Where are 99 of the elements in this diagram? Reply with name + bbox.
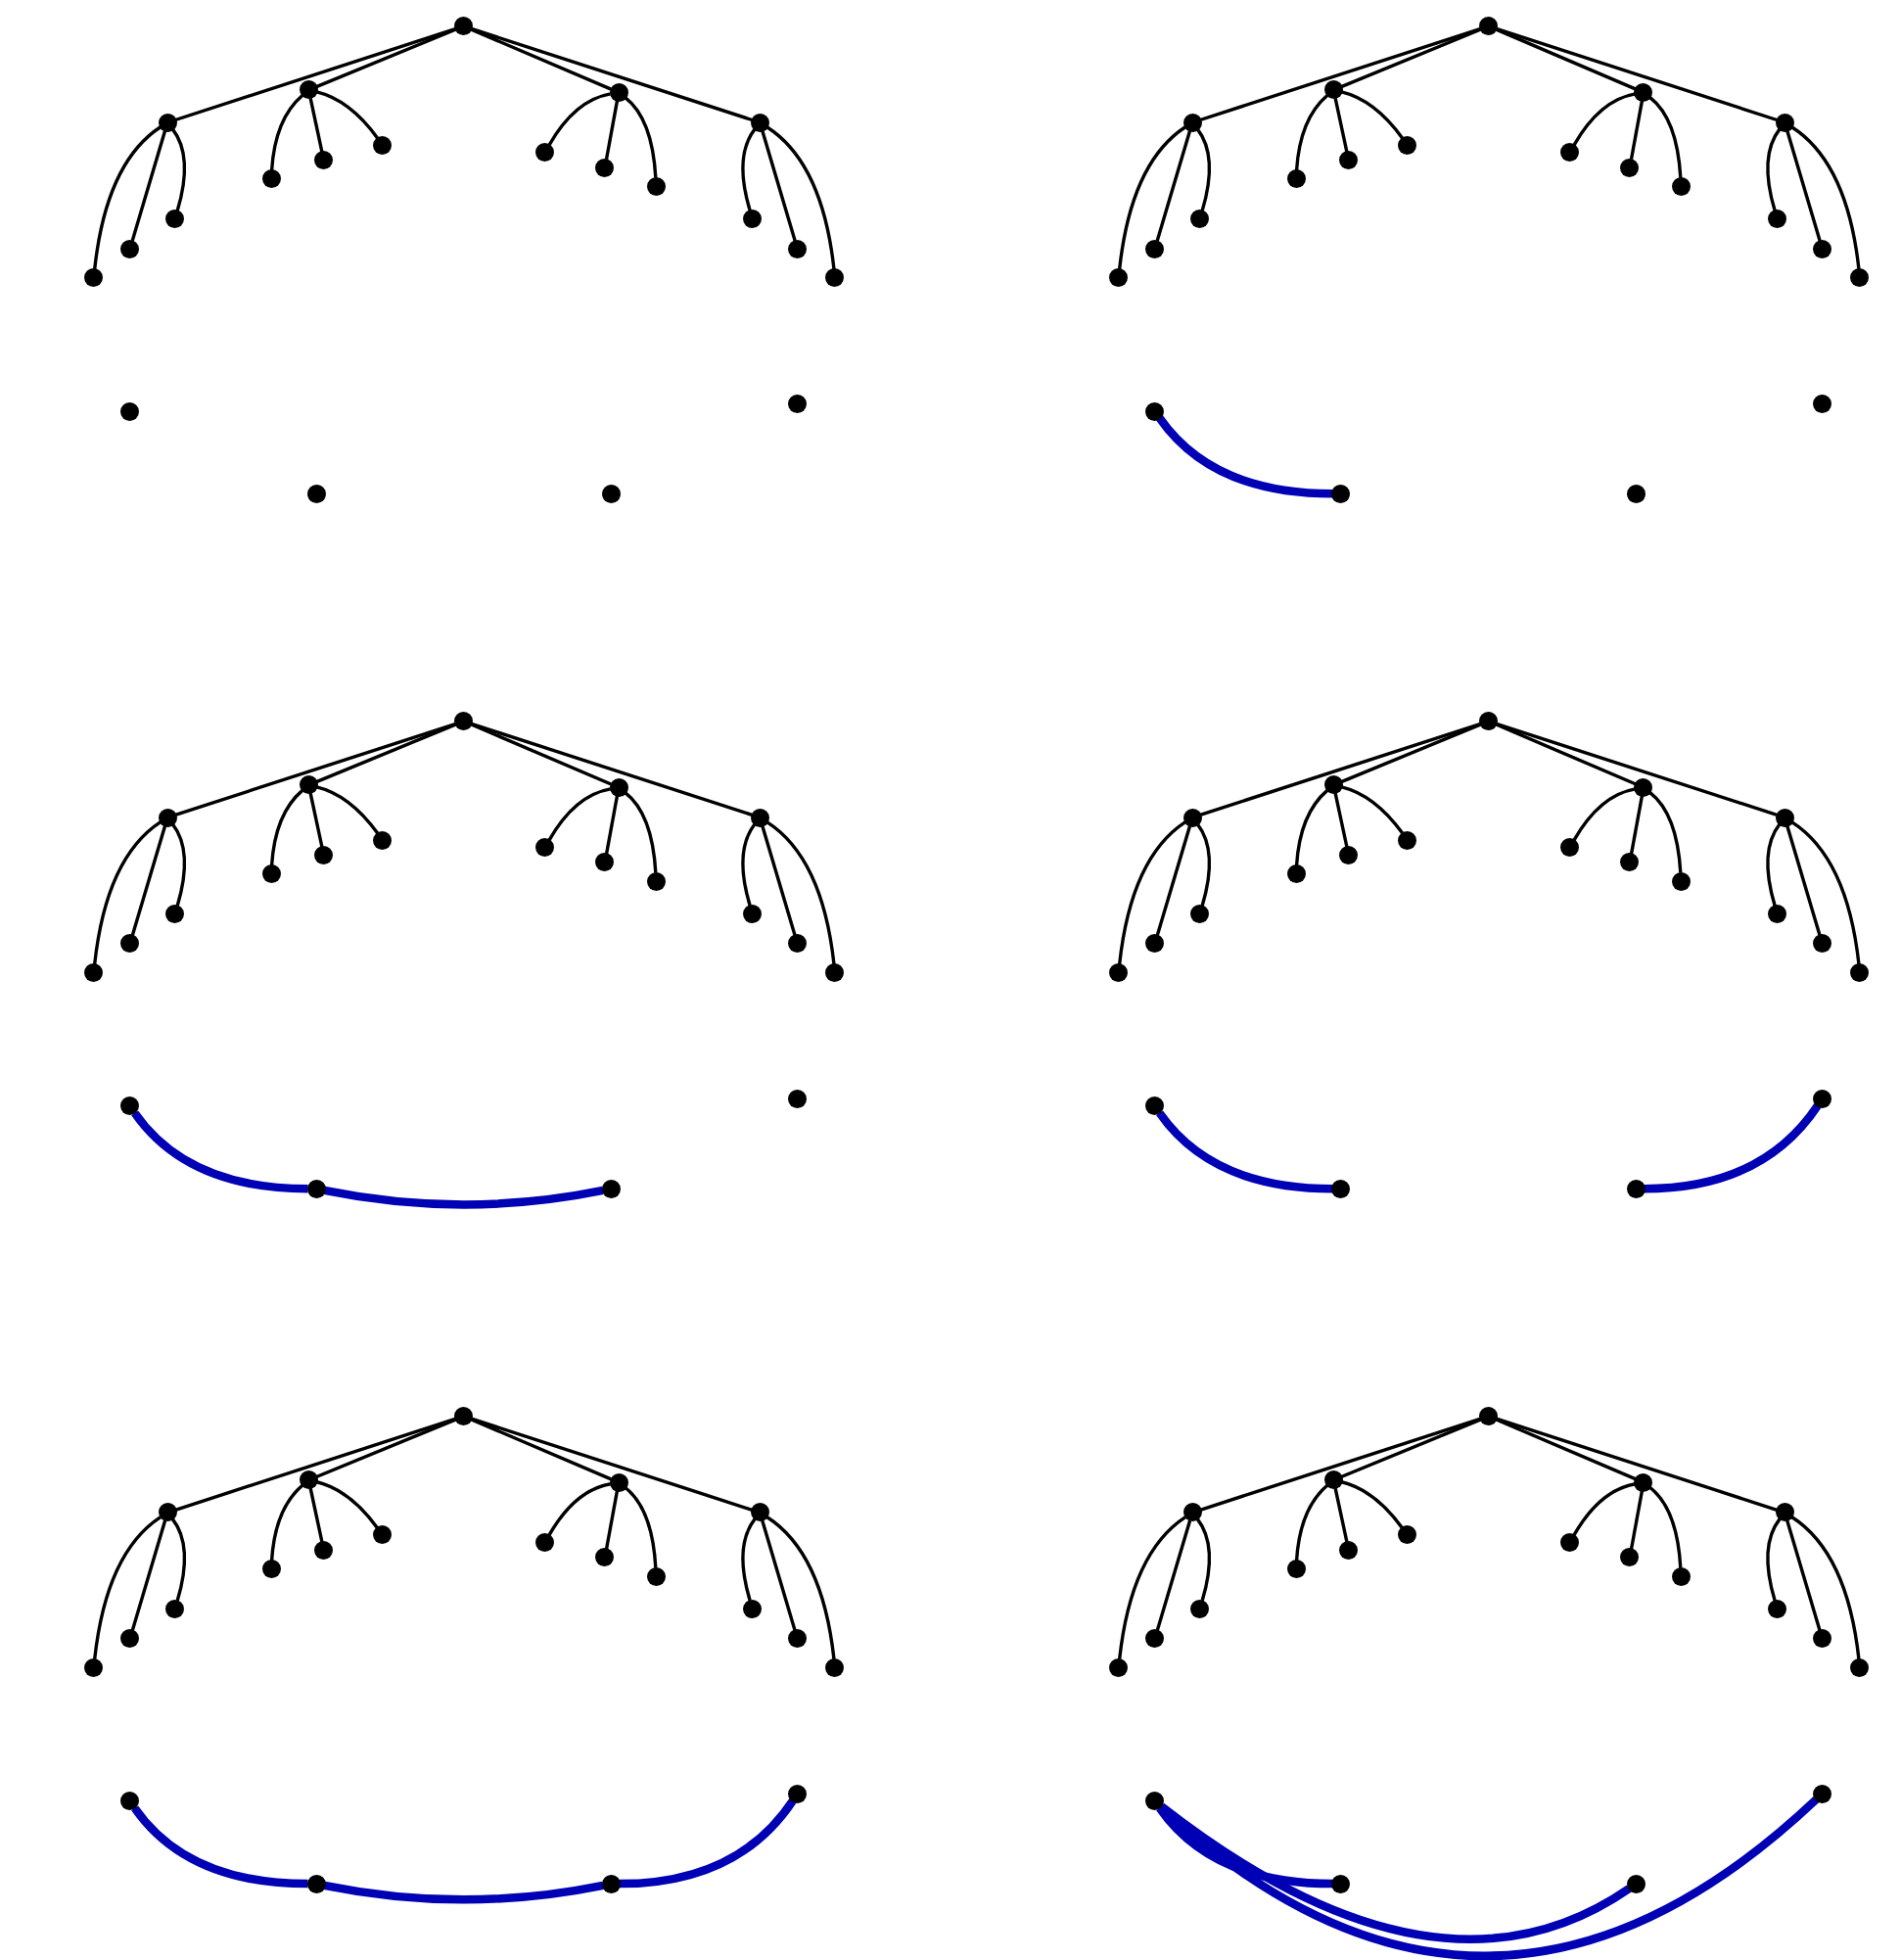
highlighted-curve xyxy=(323,1881,604,1904)
tree-edge xyxy=(1341,90,1405,140)
tree-edge xyxy=(1117,820,1186,965)
tree-edge xyxy=(1155,129,1192,242)
tree-edge xyxy=(315,723,457,784)
tree-edge xyxy=(1629,100,1645,161)
tree-edge xyxy=(1340,27,1482,89)
tree-edge xyxy=(1496,722,1778,817)
tree-edge xyxy=(470,27,612,91)
tree-edge xyxy=(765,125,836,270)
tree-edge xyxy=(1648,791,1683,873)
tree-edge xyxy=(316,90,380,140)
tree-edge xyxy=(1495,1418,1637,1481)
tree-edge xyxy=(269,789,304,866)
tree-edge xyxy=(269,1484,304,1562)
tree-edge xyxy=(741,127,757,211)
tree-edge xyxy=(1766,127,1782,211)
tree-edge xyxy=(1785,129,1822,242)
tree-edge xyxy=(470,723,612,786)
tree-edge xyxy=(1340,723,1482,784)
highlighted-curve xyxy=(1156,415,1333,498)
tree-edge xyxy=(1195,822,1212,907)
tree-edge xyxy=(170,822,187,907)
tree-edge xyxy=(547,1482,611,1537)
tree-edge xyxy=(308,1487,324,1543)
tree-edge xyxy=(761,1519,797,1632)
tree-edge xyxy=(1333,792,1349,848)
tree-edge xyxy=(1340,1418,1482,1479)
tree-edge xyxy=(1117,1516,1186,1659)
tree-edge xyxy=(1790,125,1861,270)
tree-edge xyxy=(170,1517,187,1602)
tree-edge xyxy=(1117,125,1186,270)
tree-edge xyxy=(765,820,836,965)
highlighted-curve xyxy=(131,1805,308,1889)
tree-edge xyxy=(1648,96,1683,178)
tree-edge xyxy=(1195,1517,1212,1602)
tree-edge xyxy=(1766,1517,1782,1602)
tree-edge xyxy=(93,1516,162,1659)
tree-edge xyxy=(765,1516,836,1659)
tree-edge xyxy=(624,96,658,178)
highlighted-curve xyxy=(323,1186,604,1209)
tree-edge xyxy=(1785,1519,1822,1632)
tree-edge xyxy=(316,785,380,835)
tree-edge xyxy=(1333,1487,1349,1543)
tree-edge xyxy=(471,1417,753,1512)
tree-edge xyxy=(1294,1484,1329,1562)
tree-edge xyxy=(308,792,324,848)
tree-edge xyxy=(1294,789,1329,866)
highlighted-curve xyxy=(1158,1796,1820,1960)
tree-edge xyxy=(604,100,620,161)
tree-edge xyxy=(547,787,611,842)
tree-edge xyxy=(1155,1519,1192,1632)
tree-edge xyxy=(269,94,304,171)
tree-edge xyxy=(130,824,167,937)
tree-edge xyxy=(1572,92,1636,147)
tree-edge xyxy=(1648,1486,1683,1568)
tree-edge xyxy=(624,791,658,873)
tree-edge xyxy=(1496,1417,1778,1512)
tree-edge xyxy=(1333,97,1349,153)
tree-edge xyxy=(741,822,757,907)
tree-edge xyxy=(471,722,753,817)
tree-edge xyxy=(93,820,162,965)
tree-edge xyxy=(1790,820,1861,965)
tree-edge xyxy=(1155,824,1192,937)
tree-edge xyxy=(316,1480,380,1530)
highlighted-curve xyxy=(131,1110,308,1193)
tree-edge xyxy=(1341,1480,1405,1530)
tree-edge xyxy=(170,127,187,211)
tree-edge xyxy=(1341,785,1405,835)
tree-edge xyxy=(1572,1482,1636,1537)
tree-edge xyxy=(1495,27,1637,91)
tree-edge xyxy=(1785,824,1822,937)
tree-edge xyxy=(547,92,611,147)
tree-edge xyxy=(315,27,457,89)
tree-edge xyxy=(1572,787,1636,842)
tree-edge xyxy=(1790,1516,1861,1659)
tree-edge xyxy=(624,1486,658,1568)
tree-edge xyxy=(93,125,162,270)
highlighted-curve xyxy=(619,1797,797,1889)
tree-edge xyxy=(1496,26,1778,122)
tree-edge xyxy=(308,97,324,153)
tree-edge xyxy=(761,824,797,937)
tree-edge xyxy=(1294,94,1329,171)
tree-edge xyxy=(761,129,797,242)
tree-edge xyxy=(741,1517,757,1602)
tree-edge xyxy=(315,1418,457,1479)
tree-edge xyxy=(470,1418,612,1481)
highlighted-curve xyxy=(1156,1110,1333,1193)
tree-edge xyxy=(1629,795,1645,855)
tree-edge xyxy=(604,795,620,855)
highlighted-curve xyxy=(1644,1102,1822,1193)
tree-edge xyxy=(1766,822,1782,907)
tree-edge xyxy=(1495,723,1637,786)
tree-edge xyxy=(130,1519,167,1632)
tree-edge xyxy=(1195,127,1212,211)
tree-edge xyxy=(1629,1490,1645,1550)
tree-edge xyxy=(471,26,753,122)
tree-edge xyxy=(604,1490,620,1550)
tree-edge xyxy=(130,129,167,242)
